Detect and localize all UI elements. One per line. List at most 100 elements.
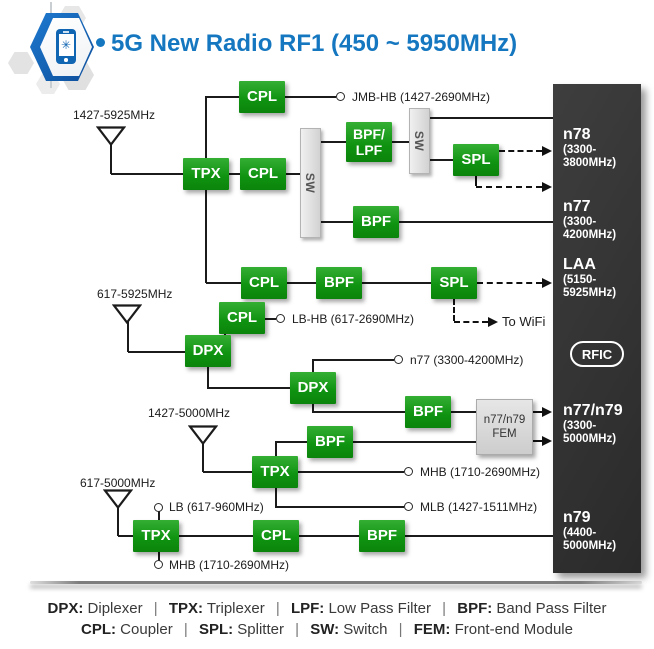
phone-speaker — [63, 31, 69, 33]
legend-abbr: DPX: — [47, 600, 84, 617]
legend-desc: Front-end Module — [454, 621, 573, 638]
terminal-label: LB (617-960MHz) — [169, 500, 264, 514]
module-bpf-lpf-line1: BPF/ — [353, 126, 385, 142]
band-name: n77/n79 — [563, 402, 623, 419]
legend-abbr: CPL: — [81, 621, 116, 638]
wire — [206, 96, 239, 98]
wire — [275, 506, 404, 508]
terminal-label: JMB-HB (1427-2690MHz) — [352, 90, 491, 104]
antenna-icon — [188, 425, 218, 445]
band-name: n79 — [563, 509, 591, 526]
module-sw-label: SW — [412, 130, 427, 152]
wire — [285, 96, 336, 98]
module-cpl: CPL — [239, 81, 285, 113]
wire — [111, 173, 183, 175]
legend-separator: | — [153, 600, 158, 617]
wire — [202, 442, 204, 472]
wire — [362, 282, 431, 284]
arrowhead-icon — [542, 407, 552, 417]
dashed-wire — [453, 299, 455, 321]
wire — [128, 351, 185, 353]
wire — [275, 441, 307, 443]
terminal-dot — [404, 502, 413, 511]
module-dpx: DPX — [290, 372, 336, 404]
legend-abbr: FEM: — [413, 621, 451, 638]
snowflake-icon: ✳ — [60, 38, 72, 52]
legend: DPX: Diplexer | TPX: Triplexer | LPF: Lo… — [0, 598, 654, 640]
legend-abbr: TPX: — [168, 600, 203, 617]
wire — [275, 441, 277, 457]
wire — [229, 173, 240, 175]
wire — [275, 488, 277, 507]
legend-line-2: CPL: Coupler | SPL: Splitter | SW: Switc… — [0, 619, 654, 640]
module-dpx: DPX — [185, 335, 231, 367]
legend-desc: Low Pass Filter — [328, 600, 431, 617]
antenna-label: 617-5925MHz — [97, 287, 173, 301]
band-range: (5150- — [563, 274, 597, 286]
band-range: (3300- — [563, 216, 597, 228]
wire — [207, 367, 209, 388]
dashed-wire — [475, 176, 477, 186]
terminal-label: MHB (1710-2690MHz) — [420, 465, 541, 479]
module-fem: n77/n79 FEM — [476, 399, 533, 455]
module-bpf: BPF — [316, 267, 362, 299]
arrowhead-icon — [542, 436, 552, 446]
terminal-label: MHB (1710-2690MHz) — [169, 558, 290, 572]
module-cpl: CPL — [241, 267, 287, 299]
dashed-wire — [531, 411, 542, 413]
legend-separator: | — [295, 621, 300, 638]
band-range: (3300- — [563, 144, 597, 156]
band-n79: n79 (4400- 5000MHz) — [563, 509, 616, 553]
module-bpf: BPF — [307, 426, 353, 458]
band-range: 5000MHz) — [563, 540, 617, 552]
legend-desc: Band Pass Filter — [496, 600, 607, 617]
band-range: 5925MHz) — [563, 287, 617, 299]
module-bpf-lpf-line2: LPF — [355, 142, 383, 158]
legend-desc: Triplexer — [206, 600, 265, 617]
wire — [117, 506, 119, 536]
wire — [428, 159, 453, 161]
wire — [110, 144, 112, 174]
wire — [319, 221, 353, 223]
wire — [206, 282, 241, 284]
module-spl: SPL — [431, 267, 477, 299]
wire — [405, 535, 553, 537]
wire — [127, 321, 129, 352]
legend-abbr: LPF: — [290, 600, 325, 617]
wire — [207, 387, 290, 389]
legend-separator: | — [398, 621, 403, 638]
module-cpl: CPL — [240, 158, 286, 190]
wire — [312, 359, 314, 373]
band-range: (4400- — [563, 527, 597, 539]
module-sw: SW — [300, 128, 321, 238]
wire — [451, 411, 476, 413]
page-title: 5G New Radio RF1 (450 ~ 5950MHz) — [111, 30, 518, 57]
band-name: n78 — [563, 126, 591, 143]
band-range: 3800MHz) — [563, 157, 617, 169]
phone-screen: ✳ — [58, 34, 74, 56]
dashed-wire — [476, 186, 542, 188]
terminal-dot — [276, 314, 285, 323]
wire — [299, 535, 359, 537]
legend-abbr: SPL: — [198, 621, 234, 638]
antenna-icon — [112, 304, 142, 324]
wire — [179, 535, 253, 537]
module-bpf-lpf: BPF/ LPF — [346, 122, 392, 162]
antenna-label: 1427-5925MHz — [73, 108, 156, 122]
band-laa: LAA (5150- 5925MHz) — [563, 256, 616, 300]
title-bullet — [96, 38, 105, 47]
legend-separator: | — [183, 621, 188, 638]
wire — [158, 511, 160, 520]
terminal-dot — [154, 503, 163, 512]
wire — [265, 318, 276, 320]
legend-separator: | — [275, 600, 280, 617]
legend-desc: Splitter — [237, 621, 284, 638]
legend-line-1: DPX: Diplexer | TPX: Triplexer | LPF: Lo… — [0, 598, 654, 619]
wire — [428, 117, 553, 119]
rfic-panel: n78 (3300- 3800MHz) n77 (3300- 4200MHz) … — [553, 84, 641, 573]
module-cpl: CPL — [219, 302, 265, 334]
wire — [312, 403, 314, 412]
module-fem-line1: n77/n79 — [483, 414, 526, 426]
wire — [319, 141, 346, 143]
